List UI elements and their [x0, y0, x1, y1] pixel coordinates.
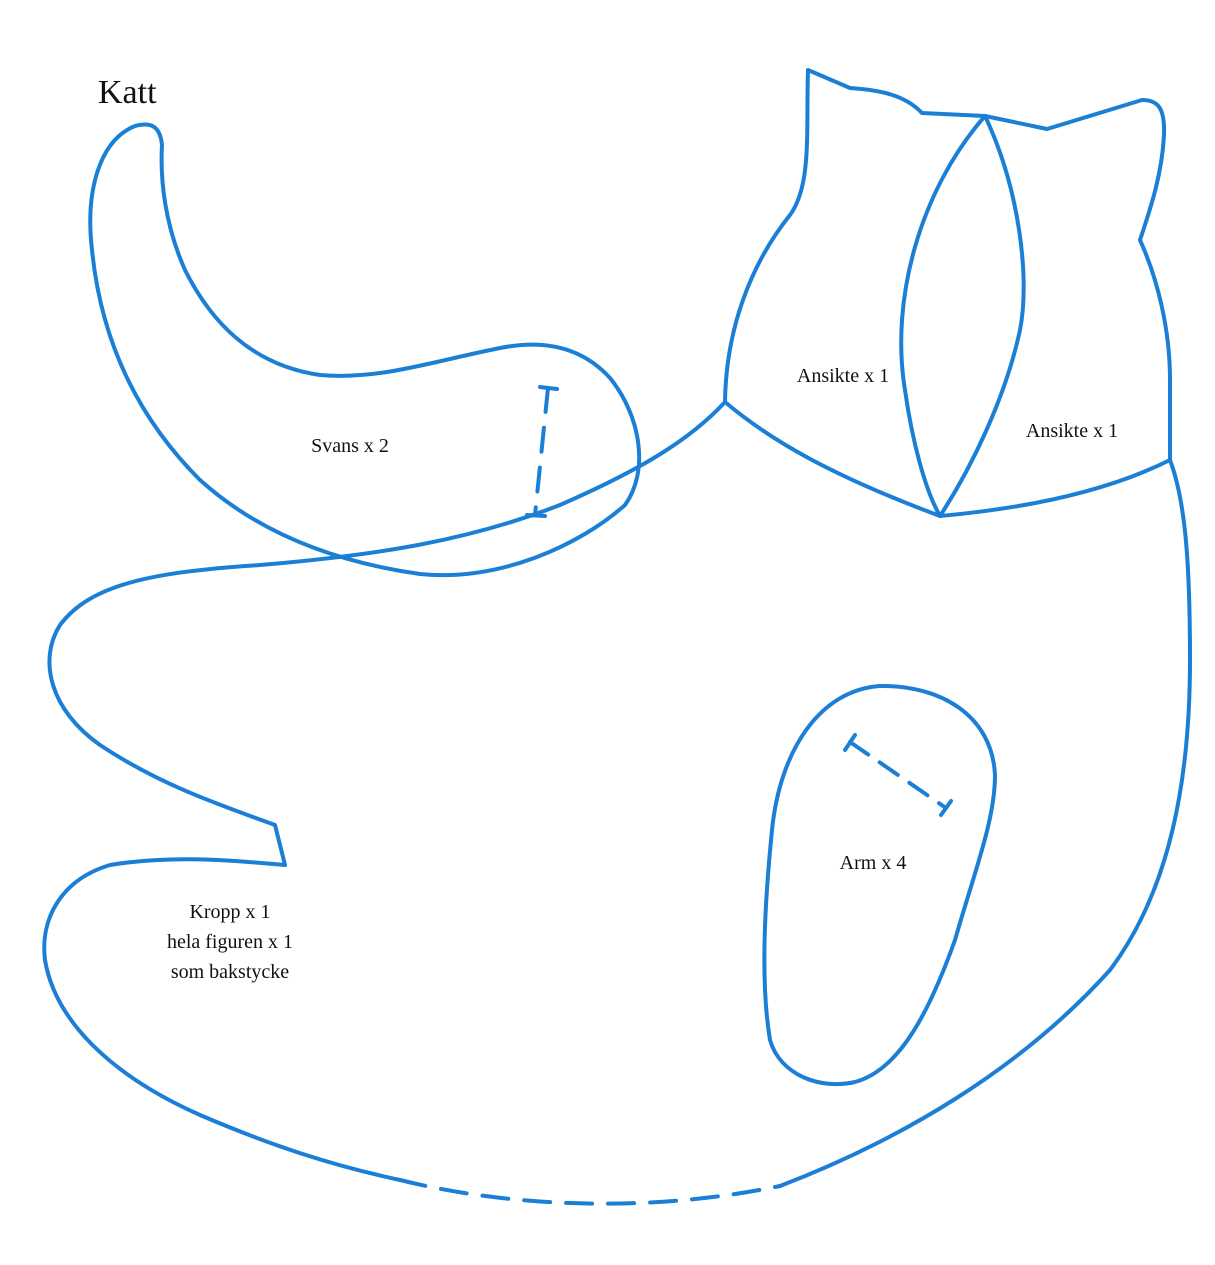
arm-outline [762, 683, 997, 1087]
tail-outline [88, 122, 642, 577]
tail-label: Svans x 2 [311, 435, 389, 457]
tail-opening-mark [525, 385, 559, 518]
face-right-label: Ansikte x 1 [1026, 420, 1118, 442]
face-divider-right [938, 114, 1026, 518]
face-left-label: Ansikte x 1 [797, 365, 889, 387]
body-back-outline [778, 458, 1192, 1188]
arm-label: Arm x 4 [840, 852, 907, 874]
body-label-line1: Kropp x 1 [189, 901, 270, 923]
body-label-line3: som bakstycke [171, 961, 289, 983]
face-divider-left [899, 114, 987, 518]
body-fold-dashed [398, 1178, 782, 1206]
head-outline [723, 68, 1172, 462]
body-outline [42, 400, 727, 1182]
arm-opening-mark [843, 733, 953, 817]
pattern-title: Katt [98, 74, 157, 111]
body-label-line2: hela figuren x 1 [167, 931, 293, 953]
